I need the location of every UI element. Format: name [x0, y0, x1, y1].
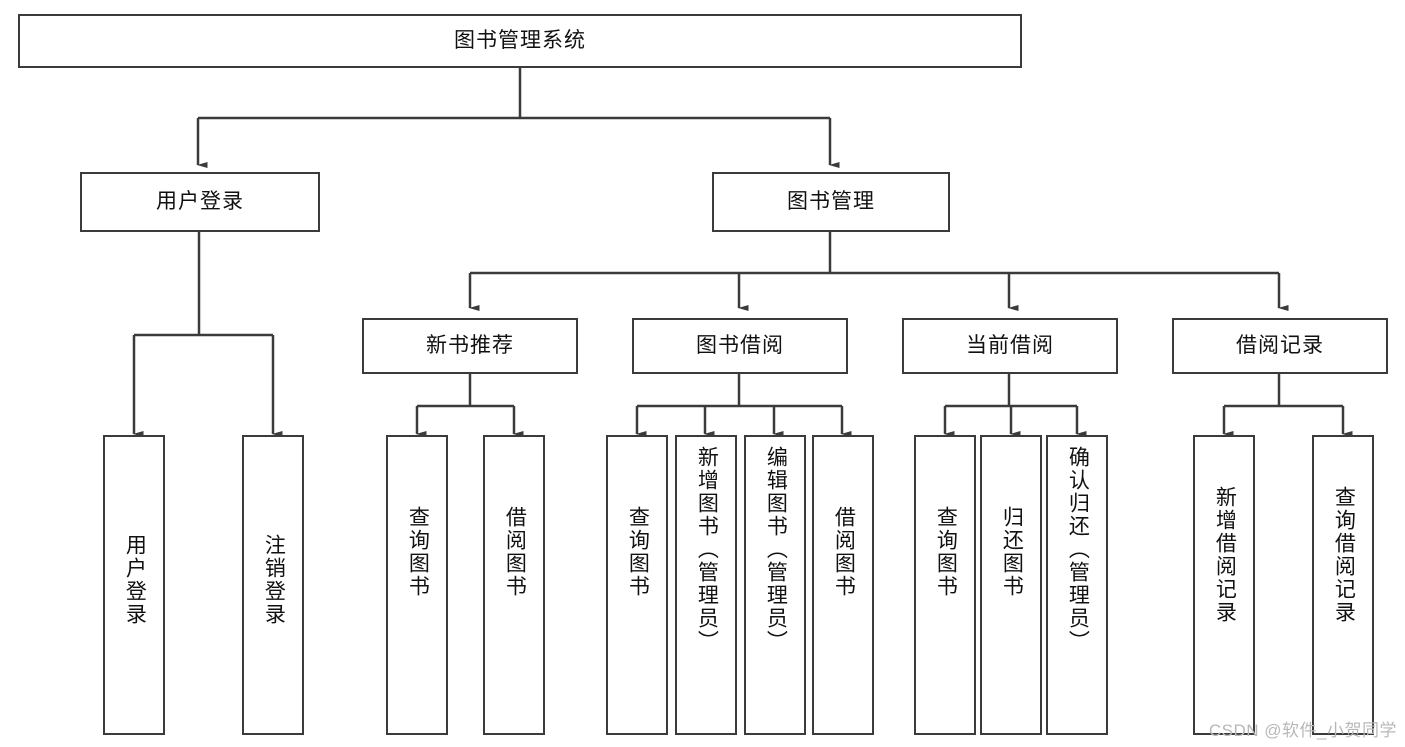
node-label: 当前借阅: [966, 334, 1054, 358]
node-label: 新增图书（管理员）: [695, 446, 719, 653]
watermark-text: CSDN @软件_小贺同学: [1208, 721, 1397, 740]
node-book-borrow[interactable]: 图书借阅: [632, 318, 848, 374]
node-leaf-query-record[interactable]: 查询借阅记录: [1312, 435, 1374, 735]
node-leaf-add-record[interactable]: 新增借阅记录: [1193, 435, 1255, 735]
node-label: 图书管理系统: [454, 29, 586, 53]
node-leaf-borrow-book-2[interactable]: 借阅图书: [812, 435, 874, 735]
node-label: 归还图书: [1000, 506, 1024, 598]
node-leaf-user-login[interactable]: 用户登录: [103, 435, 165, 735]
node-label: 查询图书: [406, 506, 430, 598]
node-leaf-confirm-return[interactable]: 确认归还（管理员）: [1046, 435, 1108, 735]
node-label: 查询借阅记录: [1332, 486, 1356, 624]
node-leaf-add-book[interactable]: 新增图书（管理员）: [675, 435, 737, 735]
node-label: 用户登录: [156, 190, 244, 214]
node-label: 编辑图书（管理员）: [764, 446, 788, 653]
node-book-management[interactable]: 图书管理: [712, 172, 950, 232]
node-label: 注销登录: [262, 534, 286, 626]
node-label: 图书管理: [787, 190, 875, 214]
node-new-book-recommend[interactable]: 新书推荐: [362, 318, 578, 374]
node-label: 借阅图书: [832, 506, 856, 598]
node-user-login[interactable]: 用户登录: [80, 172, 320, 232]
node-root-book-management-system[interactable]: 图书管理系统: [18, 14, 1022, 68]
node-current-borrow[interactable]: 当前借阅: [902, 318, 1118, 374]
node-leaf-query-book-1[interactable]: 查询图书: [386, 435, 448, 735]
node-label: 确认归还（管理员）: [1066, 446, 1090, 653]
node-label: 借阅记录: [1236, 334, 1324, 358]
node-label: 查询图书: [934, 506, 958, 598]
node-borrow-record[interactable]: 借阅记录: [1172, 318, 1388, 374]
node-leaf-edit-book[interactable]: 编辑图书（管理员）: [744, 435, 806, 735]
node-label: 借阅图书: [503, 506, 527, 598]
node-leaf-return-book[interactable]: 归还图书: [980, 435, 1042, 735]
node-label: 查询图书: [626, 506, 650, 598]
node-leaf-query-book-2[interactable]: 查询图书: [606, 435, 668, 735]
node-leaf-logout-login[interactable]: 注销登录: [242, 435, 304, 735]
node-leaf-query-book-3[interactable]: 查询图书: [914, 435, 976, 735]
node-label: 图书借阅: [696, 334, 784, 358]
node-leaf-borrow-book-1[interactable]: 借阅图书: [483, 435, 545, 735]
node-label: 新书推荐: [426, 334, 514, 358]
node-label: 用户登录: [123, 534, 147, 626]
node-label: 新增借阅记录: [1213, 486, 1237, 624]
